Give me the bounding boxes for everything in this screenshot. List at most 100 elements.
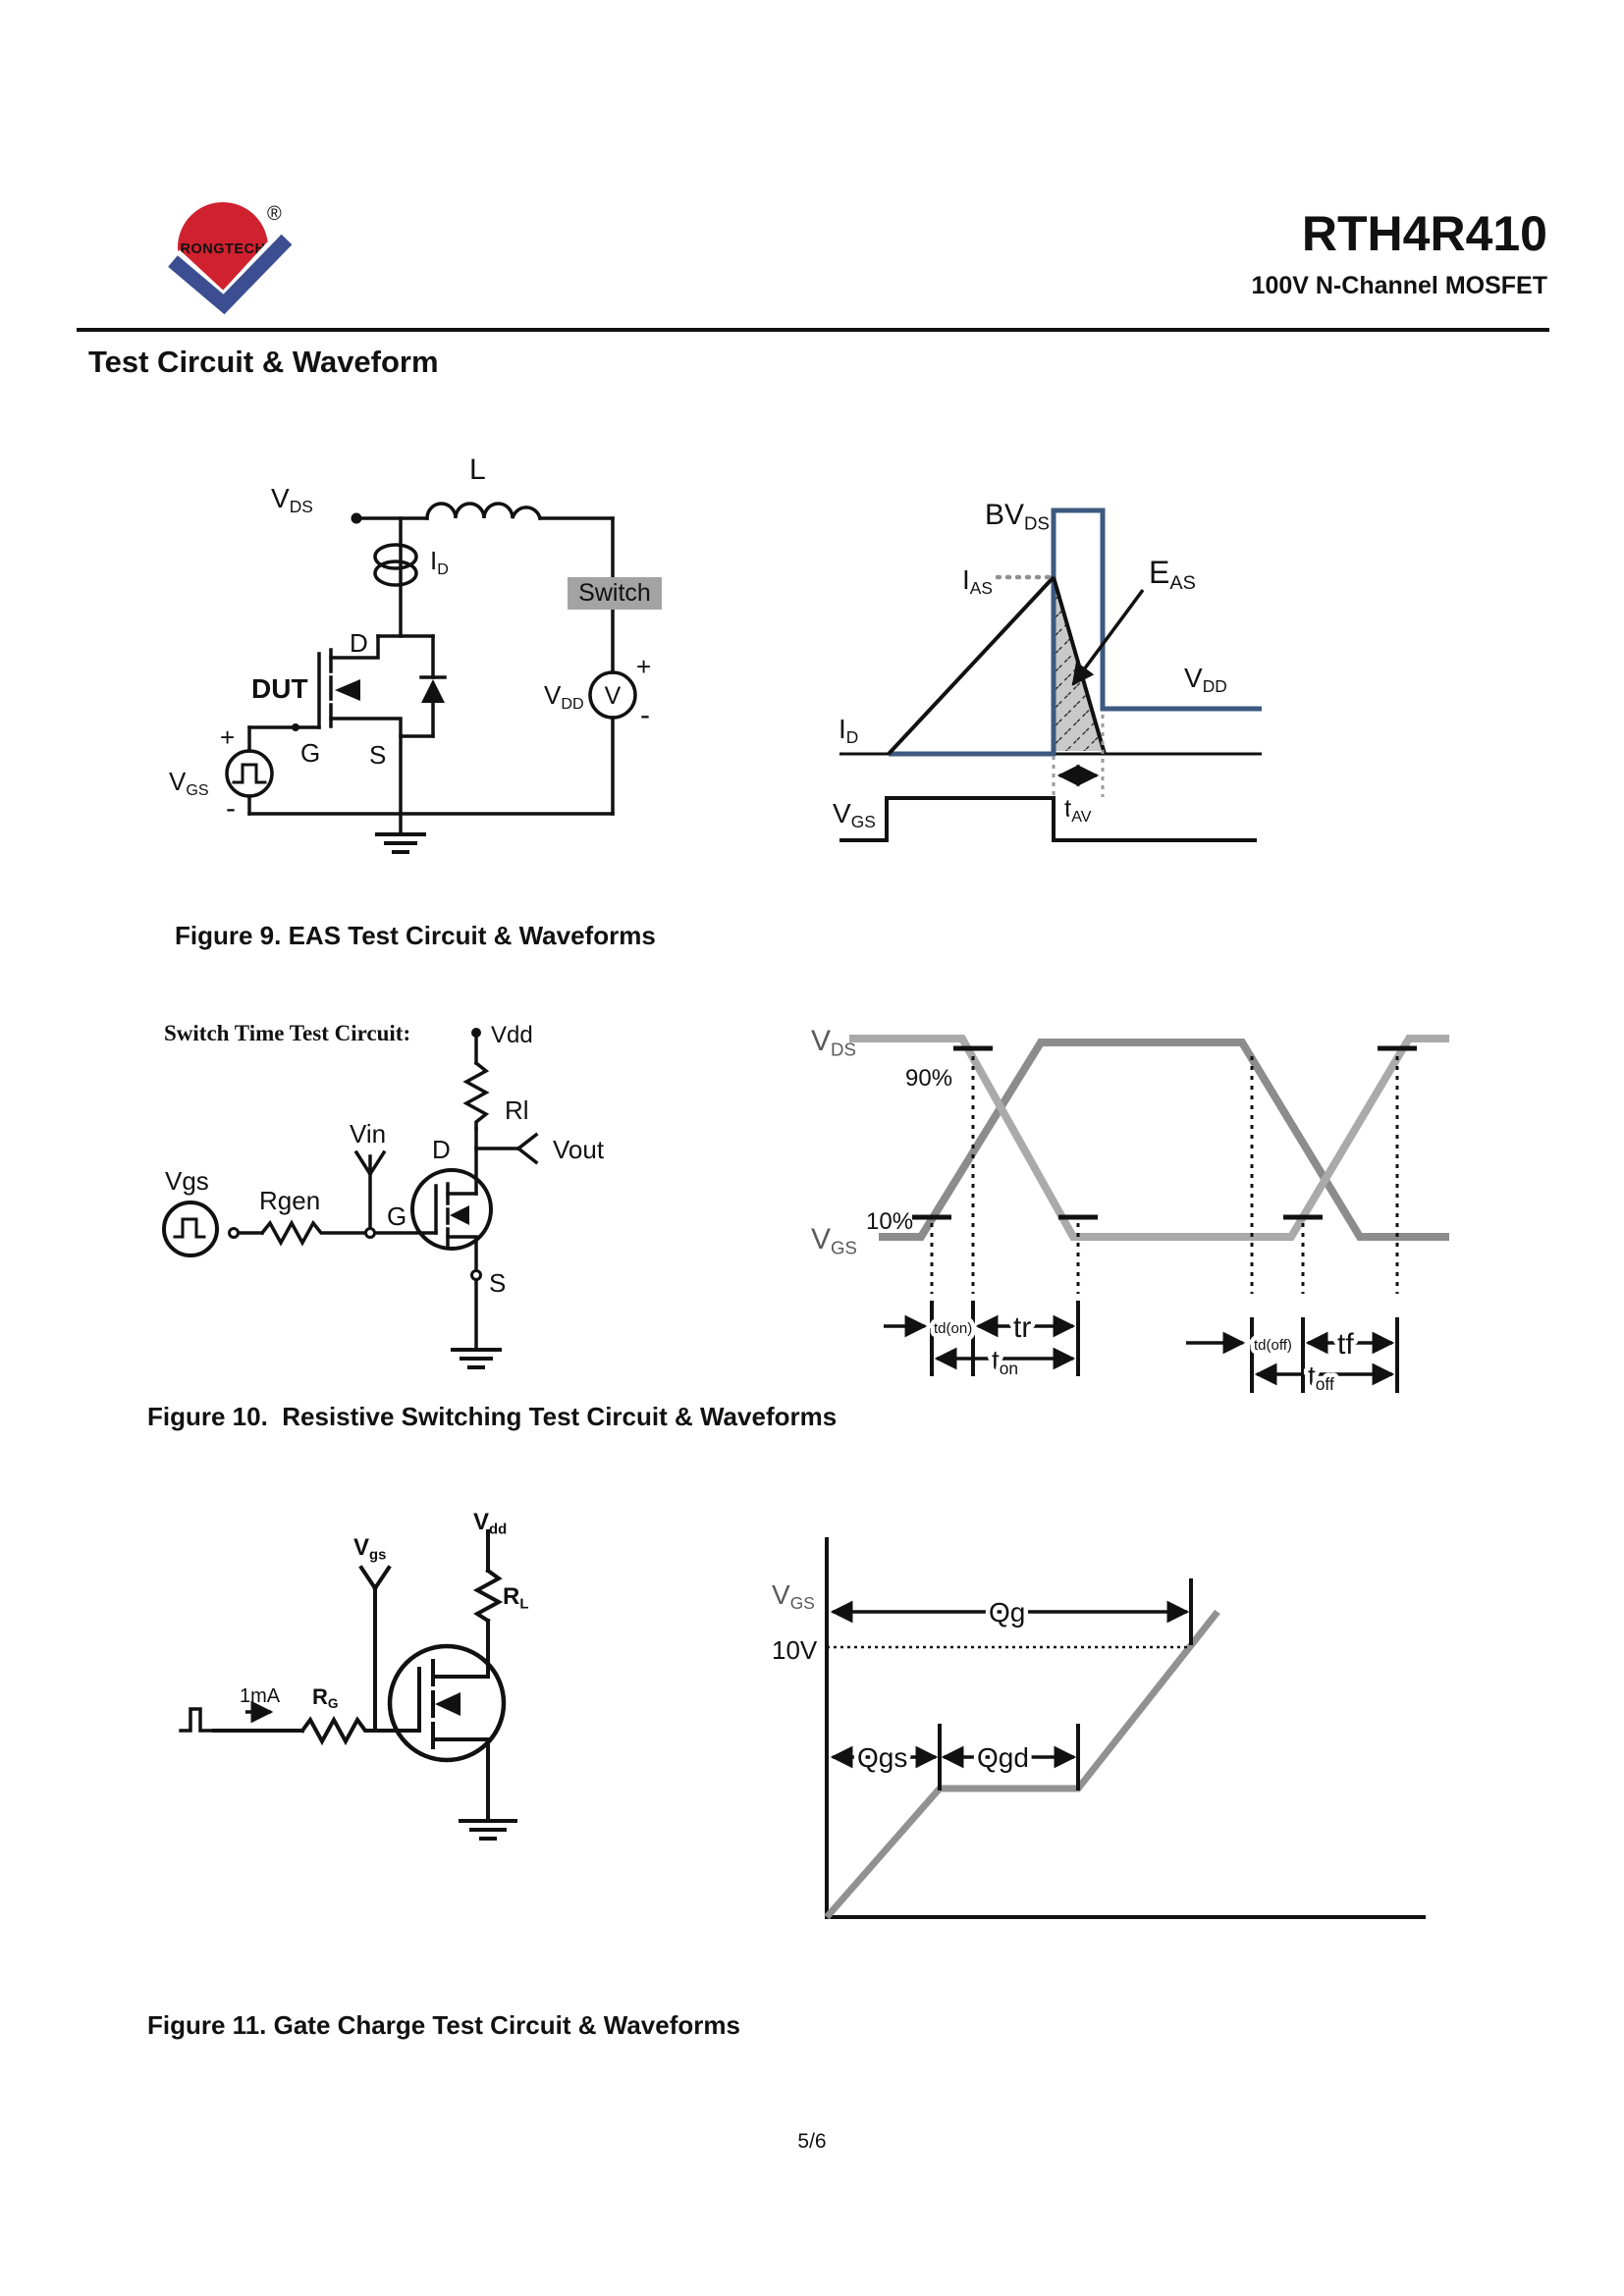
vgs-axis-label: VGS xyxy=(811,1223,857,1258)
vgs-axis-label: VGS xyxy=(833,798,876,831)
header-rule xyxy=(77,328,1549,332)
rgen-label: Rgen xyxy=(259,1186,320,1215)
ten-volt-label: 10V xyxy=(772,1635,818,1665)
inductor-label: L xyxy=(469,454,486,486)
gate-charge-curve xyxy=(824,1609,1220,1920)
fig9-eas-waveform: BVDS IAS EAS VDD ID VGS tAV xyxy=(833,499,1262,842)
part-subtitle: 100V N-Channel MOSFET xyxy=(1251,271,1547,299)
qgs-label: Qgs xyxy=(857,1742,907,1773)
vgs-label: Vgs xyxy=(353,1534,386,1563)
resistor-rl-icon xyxy=(462,1060,490,1131)
switch-label: Switch xyxy=(578,579,651,607)
pulse-source-icon xyxy=(162,1201,219,1257)
timing-bars xyxy=(930,1301,1399,1393)
tav-dashed-lines xyxy=(1052,715,1105,797)
vdd-terminal-dot xyxy=(471,1028,481,1038)
logo-brand-text: RONGTECH xyxy=(181,241,266,257)
dut-label: DUT xyxy=(251,673,308,704)
level-ticks xyxy=(912,1045,1417,1220)
ias-label: IAS xyxy=(962,564,993,598)
rg-label: RG xyxy=(312,1684,339,1711)
vout-label: Vout xyxy=(553,1135,605,1164)
id-ramp-line xyxy=(887,575,1056,756)
mosfet-icon xyxy=(434,1182,478,1273)
vdd-level-label: VDD xyxy=(1184,663,1227,696)
fig10-switch-time-circuit-diagram: Vdd Rl Vout D Vin G Rgen Vgs S xyxy=(162,1022,605,1369)
charge-ticks xyxy=(938,1578,1193,1790)
bvds-vdd-trace xyxy=(889,507,1262,757)
fig10-switching-waveform: VDS VGS 90% 10% td(on) tr ton td(off) tf… xyxy=(811,1025,1449,1399)
gen-terminal-circle xyxy=(228,1227,240,1239)
vgs-label: VGS xyxy=(169,767,209,799)
vdd-plus-label: + xyxy=(636,652,651,681)
one-ma-label: 1mA xyxy=(240,1685,281,1707)
ground-icon xyxy=(451,1348,502,1369)
tdoff-label: td(off) xyxy=(1254,1337,1292,1354)
vgs-axis-label: VGS xyxy=(772,1579,815,1613)
vds-label: VDS xyxy=(271,483,313,516)
vout-probe-icon xyxy=(474,1132,539,1165)
gate-label: G xyxy=(300,738,320,768)
ten-percent-label: 10% xyxy=(866,1208,913,1235)
tr-label: tr xyxy=(1013,1311,1031,1344)
fig9-caption: Figure 9. EAS Test Circuit & Waveforms xyxy=(175,921,656,950)
vgs-probe-icon xyxy=(358,1565,392,1733)
mosfet-circle xyxy=(387,1643,507,1763)
resistor-rl-icon xyxy=(472,1568,504,1624)
tav-label: tAV xyxy=(1064,793,1092,826)
fig10-caption: Figure 10. Resistive Switching Test Circ… xyxy=(147,1402,838,1431)
ground-icon xyxy=(459,1819,517,1841)
vds-axis-label: VDS xyxy=(811,1025,856,1060)
eas-label: EAS xyxy=(1149,555,1196,594)
drain-label: D xyxy=(350,628,368,658)
vds-trace xyxy=(849,1035,1449,1241)
resistor-rg-icon xyxy=(299,1715,421,1746)
tf-label: tf xyxy=(1337,1328,1354,1361)
mosfet-icon xyxy=(317,634,403,816)
toff-label: toff xyxy=(1308,1361,1334,1394)
vdd-label: VDD xyxy=(544,680,584,713)
bvds-label: BVDS xyxy=(985,499,1050,534)
voltmeter-v-label: V xyxy=(605,682,622,710)
source-label: S xyxy=(369,740,386,770)
body-diode-icon xyxy=(399,634,447,738)
ton-label: ton xyxy=(992,1345,1018,1378)
input-pulse-icon xyxy=(179,1707,216,1733)
switch-label-bg xyxy=(568,577,662,610)
fig9-wires xyxy=(225,502,637,854)
rl-label: Rl xyxy=(505,1095,529,1125)
fig9-eas-circuit-diagram: L VDS ID Switch DUT D G S + VGS - VDD V … xyxy=(169,454,662,854)
gate-node-dot xyxy=(292,723,299,731)
registered-mark: ® xyxy=(267,203,282,225)
fig11-wires xyxy=(179,1529,517,1841)
vgs-pulse-trace xyxy=(839,796,1257,842)
logo-blue-check xyxy=(168,234,293,315)
page-number: 5/6 xyxy=(797,2130,827,2153)
id-axis-label: ID xyxy=(839,714,858,747)
vdd-minus-label: - xyxy=(640,699,650,731)
current-probe-icon xyxy=(373,543,418,570)
current-probe-icon xyxy=(373,560,418,587)
gate-label: G xyxy=(387,1201,406,1231)
mosfet-circle xyxy=(410,1168,493,1251)
source-label: S xyxy=(489,1268,506,1298)
timing-dashed-lines xyxy=(930,1056,1399,1294)
tdon-label: td(on) xyxy=(934,1320,972,1337)
mosfet-icon xyxy=(417,1659,490,1823)
fig11-gate-charge-waveform: VGS 10V Qg Qgs Qgd xyxy=(772,1537,1426,1920)
source-terminal-circle xyxy=(470,1269,482,1281)
gate-node-circle xyxy=(364,1227,376,1239)
page-title: Test Circuit & Waveform xyxy=(88,345,439,379)
fig10-circuit-title: Switch Time Test Circuit: xyxy=(164,1021,411,1045)
rl-label: RL xyxy=(503,1583,528,1612)
ground-icon xyxy=(375,832,426,854)
resistor-rgen-icon xyxy=(259,1219,368,1247)
vds-node-dot xyxy=(351,512,362,524)
id-label: ID xyxy=(430,546,449,578)
ninety-percent-label: 90% xyxy=(905,1065,952,1092)
drain-label: D xyxy=(432,1135,451,1164)
qgd-label: Qgd xyxy=(977,1742,1029,1773)
fig10-wires xyxy=(162,1033,539,1369)
vgs-trace xyxy=(879,1039,1449,1241)
